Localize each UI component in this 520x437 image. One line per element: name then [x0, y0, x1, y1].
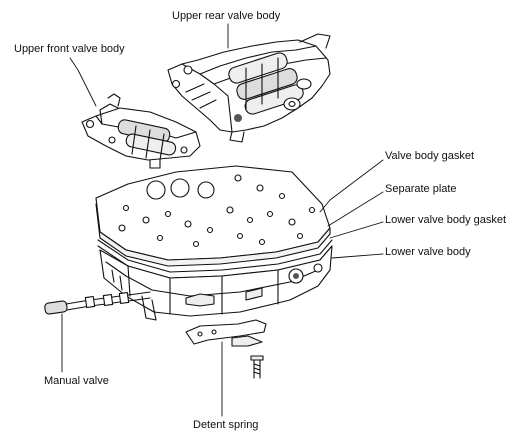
label-upper-rear-valve-body: Upper rear valve body — [172, 10, 281, 22]
leader-lower-gasket — [329, 221, 384, 239]
label-separate-plate: Separate plate — [385, 183, 457, 195]
detent-bolt — [250, 355, 264, 379]
valve-body-gasket — [95, 165, 331, 261]
label-lower-valve-body-gasket: Lower valve body gasket — [385, 214, 507, 226]
separate-plate — [95, 203, 331, 267]
leader-plate — [327, 191, 384, 227]
plate-holes — [118, 174, 316, 248]
label-detent-spring: Detent spring — [193, 419, 259, 431]
upper-front-valve-body — [81, 93, 201, 169]
label-upper-front-valve-body: Upper front valve body — [14, 43, 125, 55]
leader-lines — [61, 23, 384, 417]
upper-rear-valve-body — [167, 33, 331, 143]
detent-spring — [185, 319, 267, 347]
leader-lower-body — [331, 253, 384, 259]
label-valve-body-gasket: Valve body gasket — [385, 150, 475, 162]
label-lower-valve-body: Lower valve body — [385, 246, 471, 258]
lower-valve-body — [99, 245, 333, 321]
leader-upper-front — [69, 57, 97, 107]
leader-gasket — [319, 159, 384, 213]
manual-valve — [44, 291, 151, 315]
label-manual-valve: Manual valve — [44, 375, 109, 387]
